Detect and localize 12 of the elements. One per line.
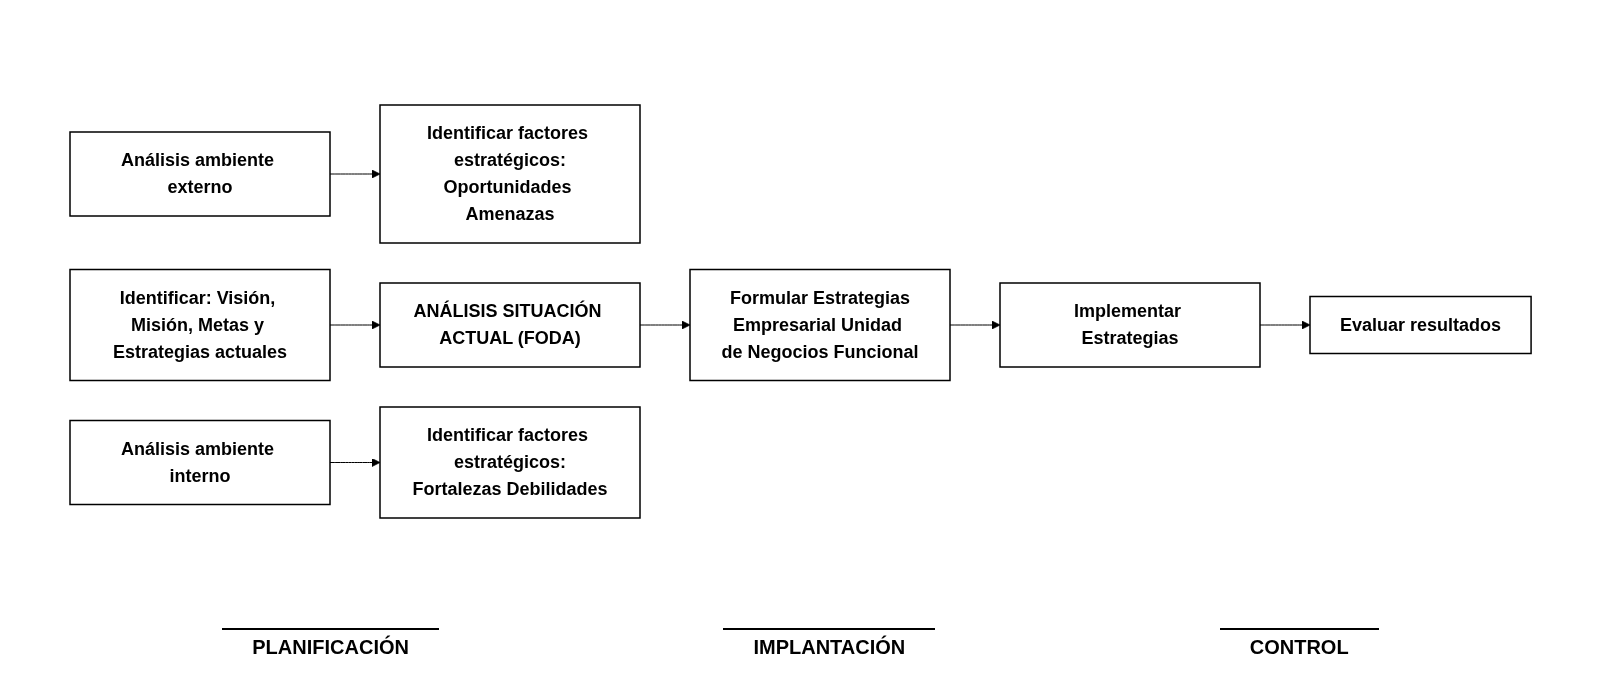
node-box: Análisis ambiente interno <box>69 419 331 505</box>
phase-label: IMPLANTACIÓN <box>723 628 936 659</box>
node-box: Análisis ambiente externo <box>69 130 331 217</box>
node-box: Formular Estrategias Empresarial Unidad de Negocios Funcional <box>689 268 951 381</box>
node-box: Identificar factores estratégicos: Fortalezas Debilidades <box>379 405 641 519</box>
node-box: Implementar Estrategias <box>999 281 1261 368</box>
node-box: ANÁLISIS SITUACIÓN ACTUAL (FODA) <box>379 281 641 368</box>
node-box: Identificar factores estratégicos: Oportunidades Amenazas <box>379 103 641 244</box>
node-box: Evaluar resultados <box>1309 295 1532 354</box>
phase-label: CONTROL <box>1219 628 1379 659</box>
phase-label: PLANIFICACIÓN <box>222 628 439 659</box>
node-box: Identificar: Visión, Misión, Metas y Estrategias actuales <box>69 268 331 381</box>
